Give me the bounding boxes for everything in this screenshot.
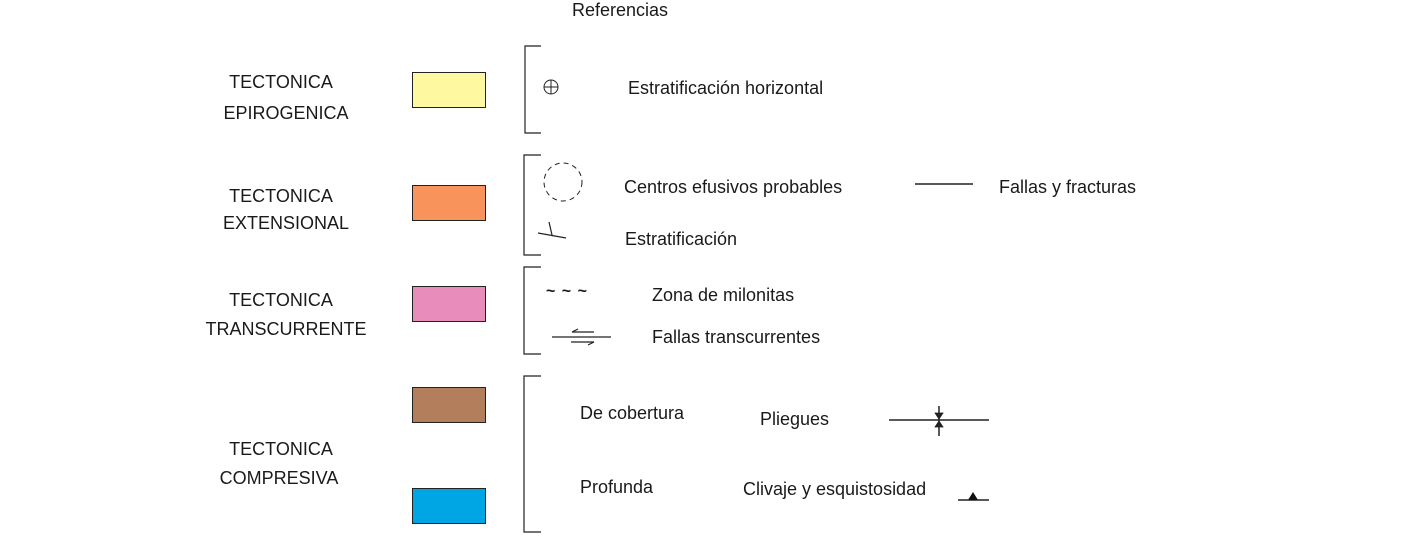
swatch-extensional [412, 185, 486, 221]
bracket-transcurrent [523, 266, 541, 355]
legend-title: Referencias [571, 0, 669, 20]
bedding-icon [537, 221, 567, 239]
swatch-epirogenic [412, 72, 486, 108]
cleavage-icon [958, 492, 989, 501]
label-strike-slip-faults: Fallas transcurrentes [652, 327, 821, 347]
group-label-transcurrent-2: TRANSCURRENTE [205, 319, 367, 339]
label-horizontal-bedding: Estratificación horizontal [628, 78, 824, 98]
label-mylonite-zone: Zona de milonitas [652, 285, 795, 305]
group-label-extensional-2: EXTENSIONAL [222, 213, 350, 233]
swatch-compressive-cover [412, 387, 486, 423]
group-label-epirogenic-1: TECTONICA [229, 72, 333, 92]
group-label-extensional-1: TECTONICA [229, 186, 333, 206]
group-label-compressive-2: COMPRESIVA [219, 468, 339, 488]
label-cover: De cobertura [580, 403, 685, 423]
volcanic-center-icon [543, 162, 583, 202]
bracket-extensional [523, 154, 541, 256]
group-label-transcurrent-1: TECTONICA [229, 290, 333, 310]
swatch-transcurrent [412, 286, 486, 322]
label-folds: Pliegues [760, 409, 830, 429]
bracket-compressive [523, 375, 541, 533]
label-cleavage: Clivaje y esquistosidad [743, 479, 927, 499]
label-faults: Fallas y fracturas [999, 177, 1137, 197]
group-label-epirogenic-2: EPIROGENICA [223, 103, 349, 123]
label-deep: Profunda [580, 477, 654, 497]
mylonite-zone-icon: ~ ~ ~ [546, 283, 588, 300]
fold-axis-icon [889, 406, 989, 436]
swatch-compressive-deep [412, 488, 486, 524]
bracket-epirogenic [524, 45, 541, 134]
strike-slip-fault-icon [552, 328, 611, 346]
label-bedding: Estratificación [625, 229, 738, 249]
horizontal-bedding-icon [543, 79, 559, 95]
label-volcanic-centers: Centros efusivos probables [624, 177, 843, 197]
group-label-compressive-1: TECTONICA [229, 439, 333, 459]
